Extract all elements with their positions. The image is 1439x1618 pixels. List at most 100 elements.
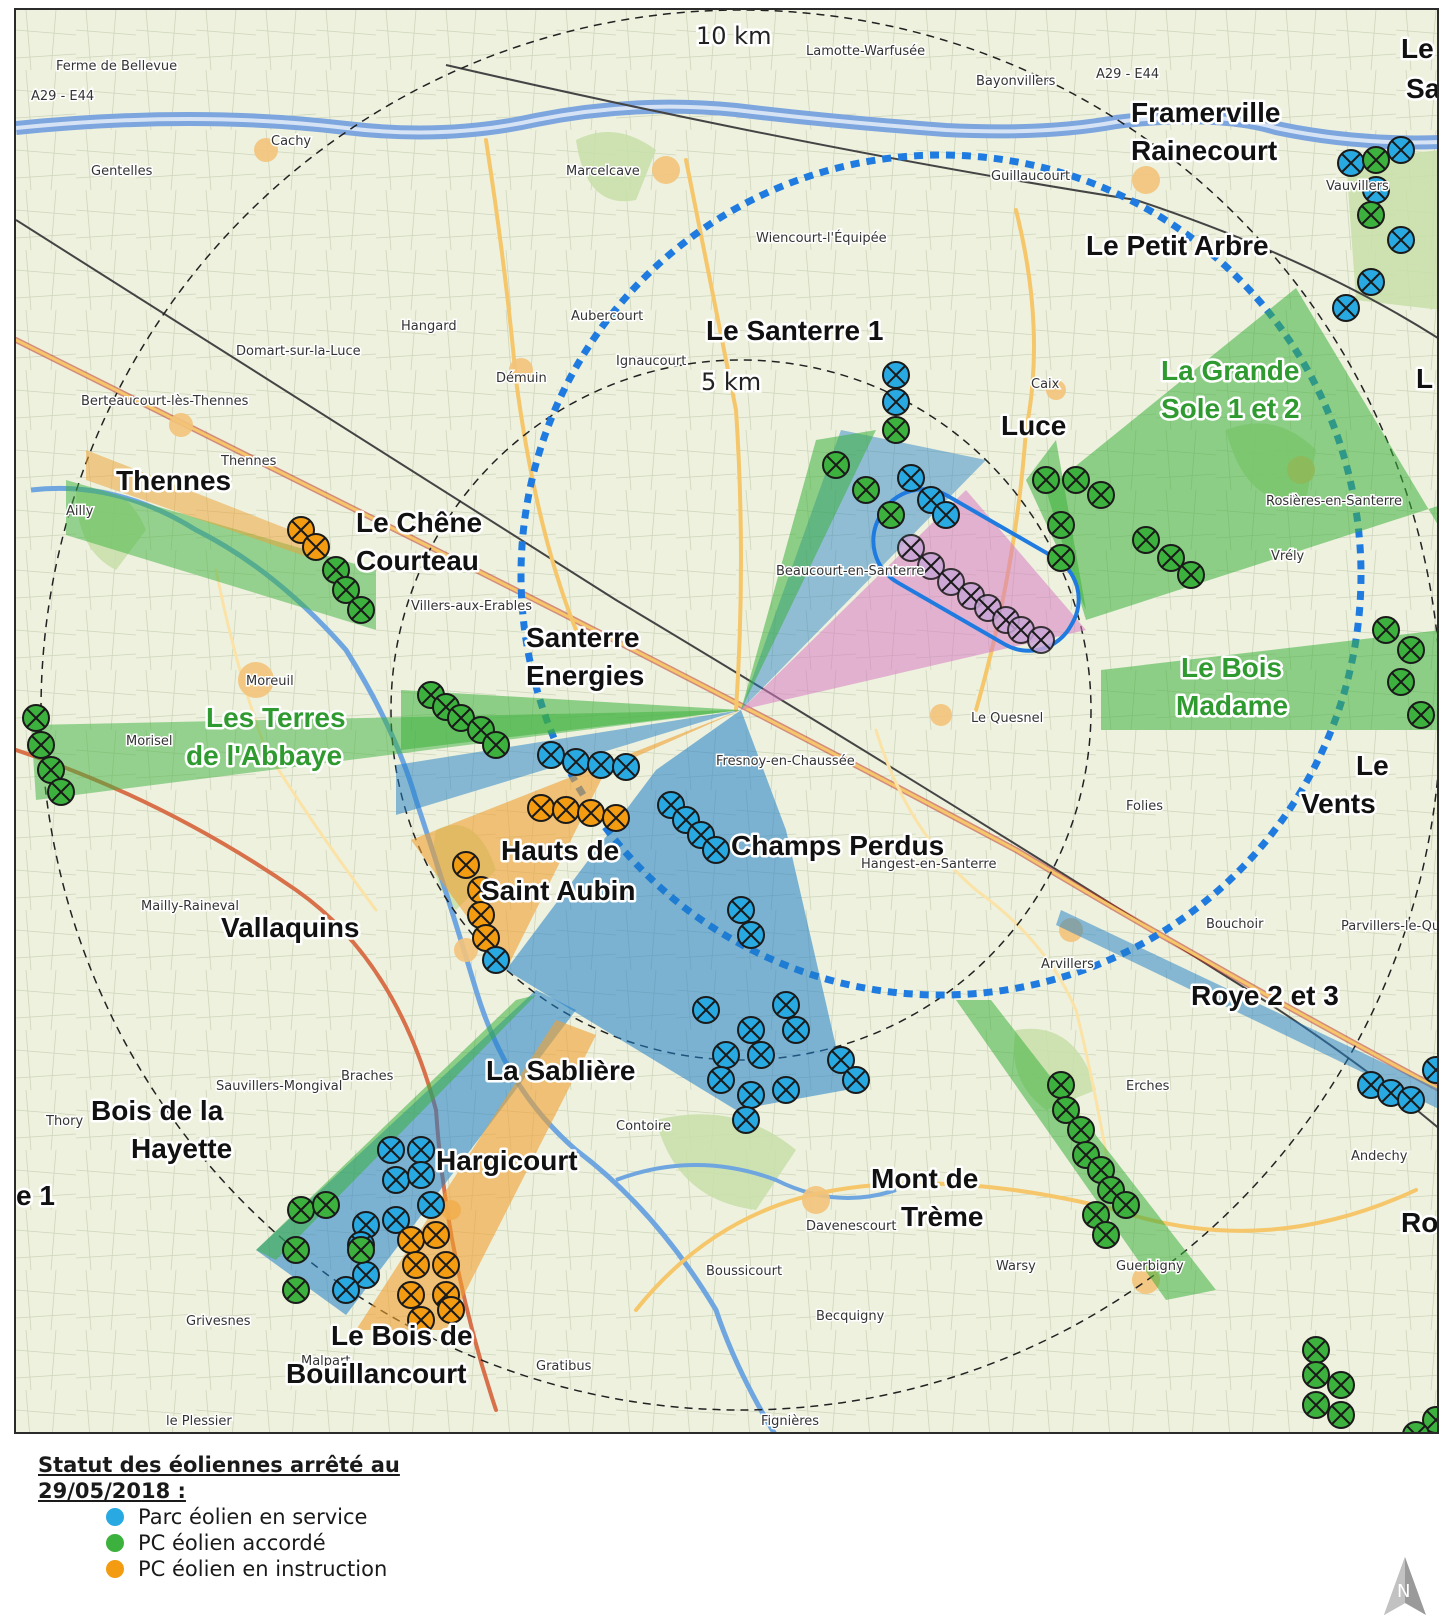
turbine-instruction-58[interactable]: [577, 799, 605, 827]
turbine-in-service-5[interactable]: [1357, 268, 1385, 296]
turbine-approved-23[interactable]: [1132, 526, 1160, 554]
turbine-in-service-89[interactable]: [382, 1206, 410, 1234]
turbine-in-service-7[interactable]: [882, 361, 910, 389]
turbine-approved-41[interactable]: [332, 576, 360, 604]
turbine-approved-121[interactable]: [1327, 1371, 1355, 1399]
turbine-approved-114[interactable]: [1092, 1221, 1120, 1249]
town-mailly: Mailly-Raineval: [141, 899, 239, 914]
turbine-in-service-84[interactable]: [407, 1136, 435, 1164]
turbine-approved-122[interactable]: [1302, 1391, 1330, 1419]
turbine-in-service-52[interactable]: [537, 741, 565, 769]
turbine-approved-95[interactable]: [282, 1236, 310, 1264]
turbine-instruction-39[interactable]: [302, 533, 330, 561]
turbine-approved-16[interactable]: [852, 476, 880, 504]
turbine-in-service-83[interactable]: [377, 1136, 405, 1164]
turbine-in-service-72[interactable]: [772, 991, 800, 1019]
turbine-in-service-73[interactable]: [737, 1016, 765, 1044]
turbine-approved-96[interactable]: [347, 1236, 375, 1264]
turbine-in-service-75[interactable]: [712, 1041, 740, 1069]
turbine-in-service-8[interactable]: [882, 388, 910, 416]
turbine-approved-25[interactable]: [1177, 561, 1205, 589]
turbine-instruction-100[interactable]: [402, 1251, 430, 1279]
turbine-approved-45[interactable]: [447, 704, 475, 732]
turbine-approved-106[interactable]: [1047, 1071, 1075, 1099]
turbine-in-service-76[interactable]: [747, 1041, 775, 1069]
turbine-in-service-69[interactable]: [727, 896, 755, 924]
turbine-in-service-78[interactable]: [842, 1066, 870, 1094]
turbine-approved-119[interactable]: [1302, 1336, 1330, 1364]
turbine-approved-22[interactable]: [1047, 544, 1075, 572]
turbine-in-service-53[interactable]: [562, 748, 590, 776]
turbine-project-32[interactable]: [937, 568, 965, 596]
turbine-approved-18[interactable]: [1032, 466, 1060, 494]
turbine-approved-17[interactable]: [877, 501, 905, 529]
turbine-approved-120[interactable]: [1302, 1361, 1330, 1389]
turbine-in-service-11[interactable]: [932, 501, 960, 529]
turbine-in-service-55[interactable]: [612, 753, 640, 781]
turbine-approved-47[interactable]: [482, 731, 510, 759]
turbine-approved-28[interactable]: [1387, 668, 1415, 696]
turbine-in-service-80[interactable]: [737, 1081, 765, 1109]
turbine-approved-125[interactable]: [1402, 1421, 1430, 1434]
turbine-approved-51[interactable]: [47, 778, 75, 806]
turbine-approved-48[interactable]: [22, 704, 50, 732]
turbine-approved-108[interactable]: [1067, 1116, 1095, 1144]
turbine-approved-27[interactable]: [1397, 636, 1425, 664]
turbine-in-service-6[interactable]: [1332, 294, 1360, 322]
turbine-approved-15[interactable]: [822, 451, 850, 479]
turbine-in-service-85[interactable]: [382, 1166, 410, 1194]
turbine-approved-112[interactable]: [1112, 1191, 1140, 1219]
turbine-in-service-86[interactable]: [407, 1161, 435, 1189]
turbine-approved-49[interactable]: [27, 731, 55, 759]
turbine-in-service-68[interactable]: [702, 836, 730, 864]
turbine-instruction-102[interactable]: [397, 1281, 425, 1309]
turbine-in-service-3[interactable]: [1387, 136, 1415, 164]
turbine-instruction-104[interactable]: [407, 1306, 435, 1334]
turbine-in-service-92[interactable]: [332, 1276, 360, 1304]
turbine-in-service-70[interactable]: [737, 921, 765, 949]
turbine-instruction-98[interactable]: [397, 1226, 425, 1254]
turbine-instruction-62[interactable]: [467, 901, 495, 929]
turbine-approved-29[interactable]: [1407, 701, 1435, 729]
map-canvas[interactable]: 10 km 5 km Cachy Gentelles Marcelcave Ba…: [16, 10, 1439, 1434]
turbine-instruction-57[interactable]: [552, 796, 580, 824]
turbine-in-service-74[interactable]: [782, 1016, 810, 1044]
turbine-in-service-9[interactable]: [897, 464, 925, 492]
turbine-in-service-118[interactable]: [1422, 1056, 1439, 1084]
turbine-in-service-79[interactable]: [707, 1066, 735, 1094]
turbine-in-service-82[interactable]: [732, 1106, 760, 1134]
map-frame[interactable]: 10 km 5 km Cachy Gentelles Marcelcave Ba…: [14, 8, 1439, 1434]
turbine-project-30[interactable]: [897, 534, 925, 562]
turbine-instruction-56[interactable]: [527, 794, 555, 822]
turbine-approved-24[interactable]: [1157, 544, 1185, 572]
turbine-in-service-54[interactable]: [587, 751, 615, 779]
turbine-approved-26[interactable]: [1372, 616, 1400, 644]
turbine-approved-97[interactable]: [282, 1276, 310, 1304]
turbine-project-31[interactable]: [917, 552, 945, 580]
turbine-instruction-105[interactable]: [437, 1296, 465, 1324]
turbine-instruction-99[interactable]: [422, 1221, 450, 1249]
turbine-approved-13[interactable]: [1357, 201, 1385, 229]
turbine-approved-14[interactable]: [882, 416, 910, 444]
turbine-in-service-87[interactable]: [417, 1191, 445, 1219]
turbine-project-37[interactable]: [1027, 626, 1055, 654]
turbine-in-service-64[interactable]: [482, 946, 510, 974]
turbine-instruction-59[interactable]: [602, 804, 630, 832]
turbine-approved-94[interactable]: [312, 1191, 340, 1219]
turbine-in-service-81[interactable]: [772, 1076, 800, 1104]
turbine-approved-123[interactable]: [1327, 1401, 1355, 1429]
turbine-in-service-1[interactable]: [1337, 149, 1365, 177]
turbine-in-service-4[interactable]: [1387, 226, 1415, 254]
turbine-instruction-101[interactable]: [432, 1251, 460, 1279]
turbine-approved-20[interactable]: [1087, 481, 1115, 509]
turbine-approved-12[interactable]: [1362, 146, 1390, 174]
turbine-in-service-71[interactable]: [692, 996, 720, 1024]
turbine-in-service-117[interactable]: [1397, 1086, 1425, 1114]
turbine-in-service-77[interactable]: [827, 1046, 855, 1074]
turbine-approved-19[interactable]: [1062, 466, 1090, 494]
turbine-approved-93[interactable]: [287, 1196, 315, 1224]
turbine-approved-42[interactable]: [347, 596, 375, 624]
turbine-approved-21[interactable]: [1047, 511, 1075, 539]
turbine-approved-107[interactable]: [1052, 1096, 1080, 1124]
turbine-instruction-60[interactable]: [452, 851, 480, 879]
